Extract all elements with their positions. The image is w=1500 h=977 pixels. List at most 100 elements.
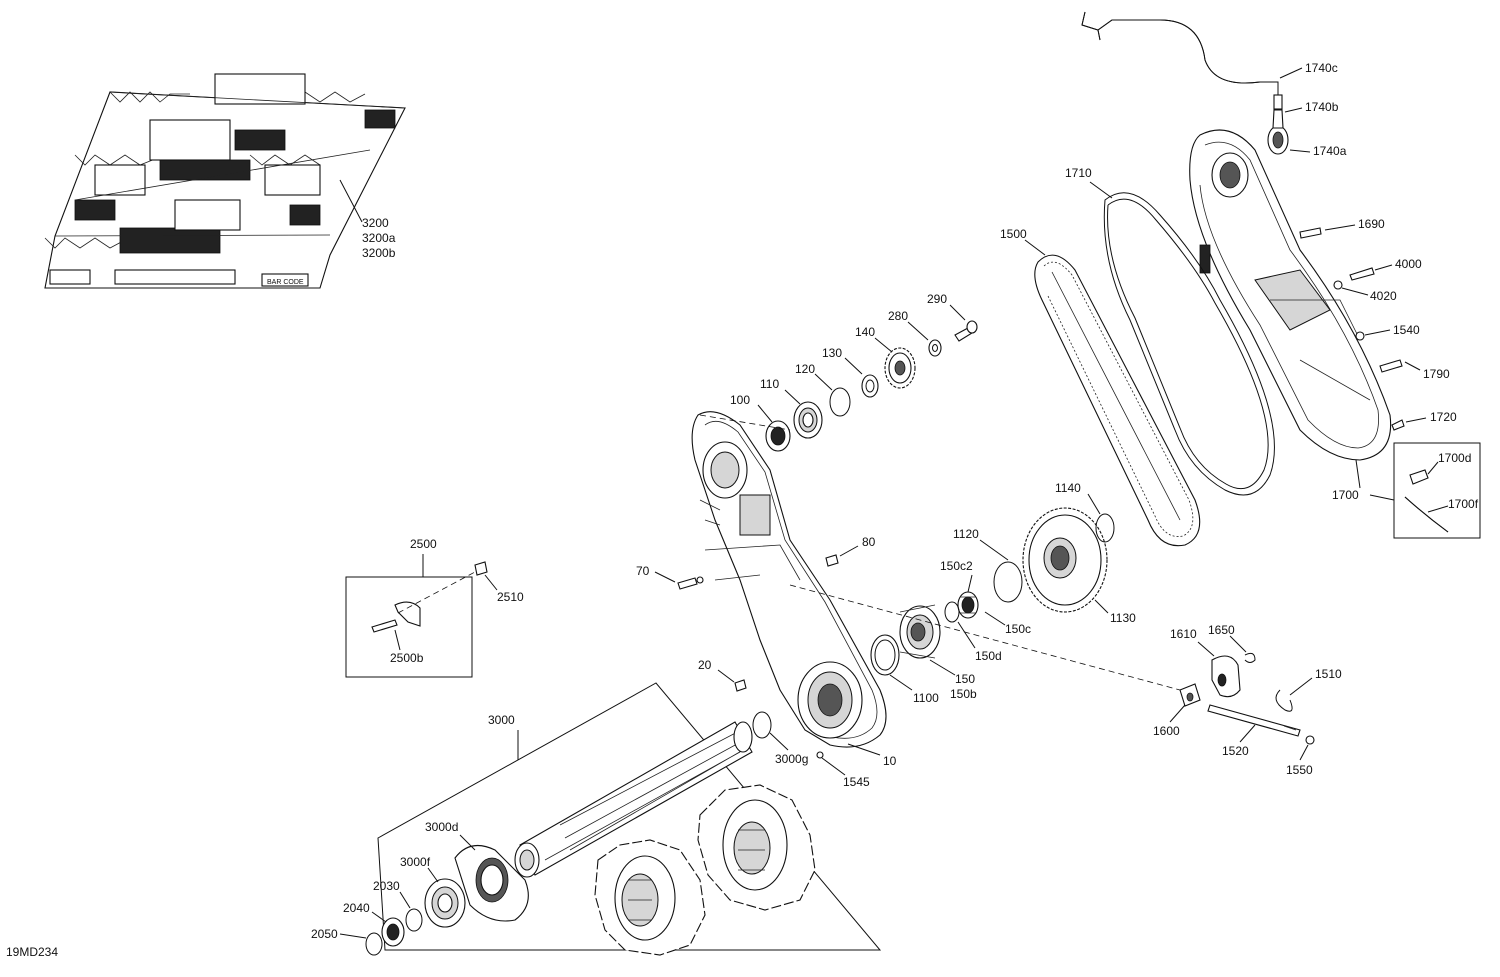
callout-3200: 3200 bbox=[362, 216, 389, 230]
ring-1550: 1550 bbox=[1286, 735, 1315, 777]
callout-1545: 1545 bbox=[843, 775, 870, 789]
fitting-1545: 1545 bbox=[816, 751, 870, 789]
spacer-130: 130 bbox=[822, 346, 879, 398]
bolt-1790: 1790 bbox=[1379, 359, 1450, 381]
drive-sprocket-front bbox=[594, 839, 706, 956]
bearing-100: 100 bbox=[730, 393, 791, 452]
callout-4000: 4000 bbox=[1395, 257, 1422, 271]
callout-1100: 1100 bbox=[913, 691, 939, 705]
bolt-1720: 1720 bbox=[1391, 410, 1457, 431]
oring-1710 bbox=[1103, 192, 1275, 496]
callout-2500b: 2500b bbox=[390, 651, 424, 665]
tensioner-1610: 1610 bbox=[1170, 627, 1241, 698]
callout-290: 290 bbox=[927, 292, 947, 306]
callout-1130: 1130 bbox=[1110, 611, 1136, 625]
nut-20: 20 bbox=[698, 658, 747, 692]
callout-10: 10 bbox=[883, 754, 897, 768]
inset-1700: 1700d 1700f bbox=[1369, 442, 1481, 539]
track-barcode-label: BAR CODE bbox=[267, 279, 304, 286]
callout-70: 70 bbox=[636, 564, 650, 578]
callout-1520: 1520 bbox=[1222, 744, 1249, 758]
callout-1740a: 1740a bbox=[1313, 144, 1347, 158]
callout-150b: 150b bbox=[950, 687, 977, 701]
ring-1140: 1140 bbox=[1055, 481, 1115, 543]
inset-2500: 2500 2510 2500b bbox=[345, 537, 524, 678]
drawing-code: 19MD234 bbox=[6, 945, 58, 959]
chaincase-housing-10 bbox=[691, 411, 887, 748]
callout-1600: 1600 bbox=[1153, 724, 1180, 738]
sprocket-140: 140 bbox=[855, 325, 916, 389]
callout-1700: 1700 bbox=[1332, 488, 1359, 502]
cable-1740 bbox=[1081, 11, 1289, 155]
driveshaft-assembly-3000: 3000 3000g 3000d bbox=[311, 682, 882, 956]
callout-1700f: 1700f bbox=[1448, 497, 1479, 511]
drive-sprocket-rear bbox=[697, 784, 816, 911]
callout-2500: 2500 bbox=[410, 537, 437, 551]
chaincase-cover-1700 bbox=[1189, 129, 1392, 461]
callout-140: 140 bbox=[855, 325, 875, 339]
ring-1120: 1120 bbox=[953, 527, 1023, 603]
chain-1500 bbox=[1034, 254, 1201, 547]
seal-3000f: 3000f bbox=[400, 855, 466, 928]
callout-80: 80 bbox=[862, 535, 876, 549]
callout-3000d: 3000d bbox=[425, 820, 458, 834]
axis-line-upper bbox=[789, 584, 1181, 691]
callout-3000f: 3000f bbox=[400, 855, 431, 869]
ring-150d: 150d bbox=[944, 601, 1002, 663]
bearing-150c bbox=[957, 591, 979, 619]
callout-150c2: 150c2 bbox=[940, 559, 973, 573]
callout-130: 130 bbox=[822, 346, 842, 360]
callout-1710: 1710 bbox=[1065, 166, 1092, 180]
callout-120: 120 bbox=[795, 362, 815, 376]
callout-1540: 1540 bbox=[1393, 323, 1420, 337]
callout-1140: 1140 bbox=[1055, 481, 1081, 495]
callout-150: 150 bbox=[955, 672, 975, 686]
callout-1610: 1610 bbox=[1170, 627, 1197, 641]
clip-1510: 1510 bbox=[1275, 667, 1342, 712]
callout-280: 280 bbox=[888, 309, 908, 323]
callout-2030: 2030 bbox=[373, 879, 400, 893]
bolt-4000: 4000 bbox=[1349, 257, 1422, 281]
bearing-plate-3000d: 3000d bbox=[425, 820, 529, 922]
callout-1550: 1550 bbox=[1286, 763, 1313, 777]
bolt-70: 70 bbox=[636, 564, 704, 590]
block-1600: 1600 bbox=[1153, 683, 1201, 738]
track-3200: BAR CODE bbox=[44, 73, 406, 289]
callout-1740c: 1740c bbox=[1305, 61, 1338, 75]
callout-2040: 2040 bbox=[343, 901, 370, 915]
nut-1540: 1540 bbox=[1355, 323, 1420, 341]
bearing-150 bbox=[899, 604, 941, 659]
callout-150c: 150c bbox=[1005, 622, 1031, 636]
bearing-110: 110 bbox=[760, 377, 823, 439]
axis-line-upper2 bbox=[699, 414, 791, 431]
callout-2510: 2510 bbox=[497, 590, 524, 604]
bolt-1690: 1690 bbox=[1299, 217, 1385, 239]
rod-1520: 1520 bbox=[1207, 704, 1301, 758]
callout-3200b: 3200b bbox=[362, 246, 396, 260]
callout-1650: 1650 bbox=[1208, 623, 1235, 637]
callout-3000g: 3000g bbox=[775, 752, 808, 766]
callout-1500: 1500 bbox=[1000, 227, 1027, 241]
washer-4020: 4020 bbox=[1333, 280, 1397, 303]
bolt-290: 290 bbox=[927, 292, 978, 342]
callout-1690: 1690 bbox=[1358, 217, 1385, 231]
callout-100: 100 bbox=[730, 393, 750, 407]
seal-1100: 1100 bbox=[870, 634, 939, 705]
callout-1120: 1120 bbox=[953, 527, 979, 541]
callout-1700d: 1700d bbox=[1438, 451, 1471, 465]
callout-3200a: 3200a bbox=[362, 231, 396, 245]
callout-1510: 1510 bbox=[1315, 667, 1342, 681]
ring-120: 120 bbox=[795, 362, 851, 417]
callout-110: 110 bbox=[760, 377, 779, 391]
callout-1720: 1720 bbox=[1430, 410, 1457, 424]
callout-20: 20 bbox=[698, 658, 712, 672]
callout-2050: 2050 bbox=[311, 927, 338, 941]
callout-1790: 1790 bbox=[1423, 367, 1450, 381]
callout-150d: 150d bbox=[975, 649, 1002, 663]
nut-80: 80 bbox=[825, 535, 876, 567]
pin-1650: 1650 bbox=[1208, 623, 1256, 663]
gear-1130 bbox=[1022, 507, 1108, 613]
callout-4020: 4020 bbox=[1370, 289, 1397, 303]
